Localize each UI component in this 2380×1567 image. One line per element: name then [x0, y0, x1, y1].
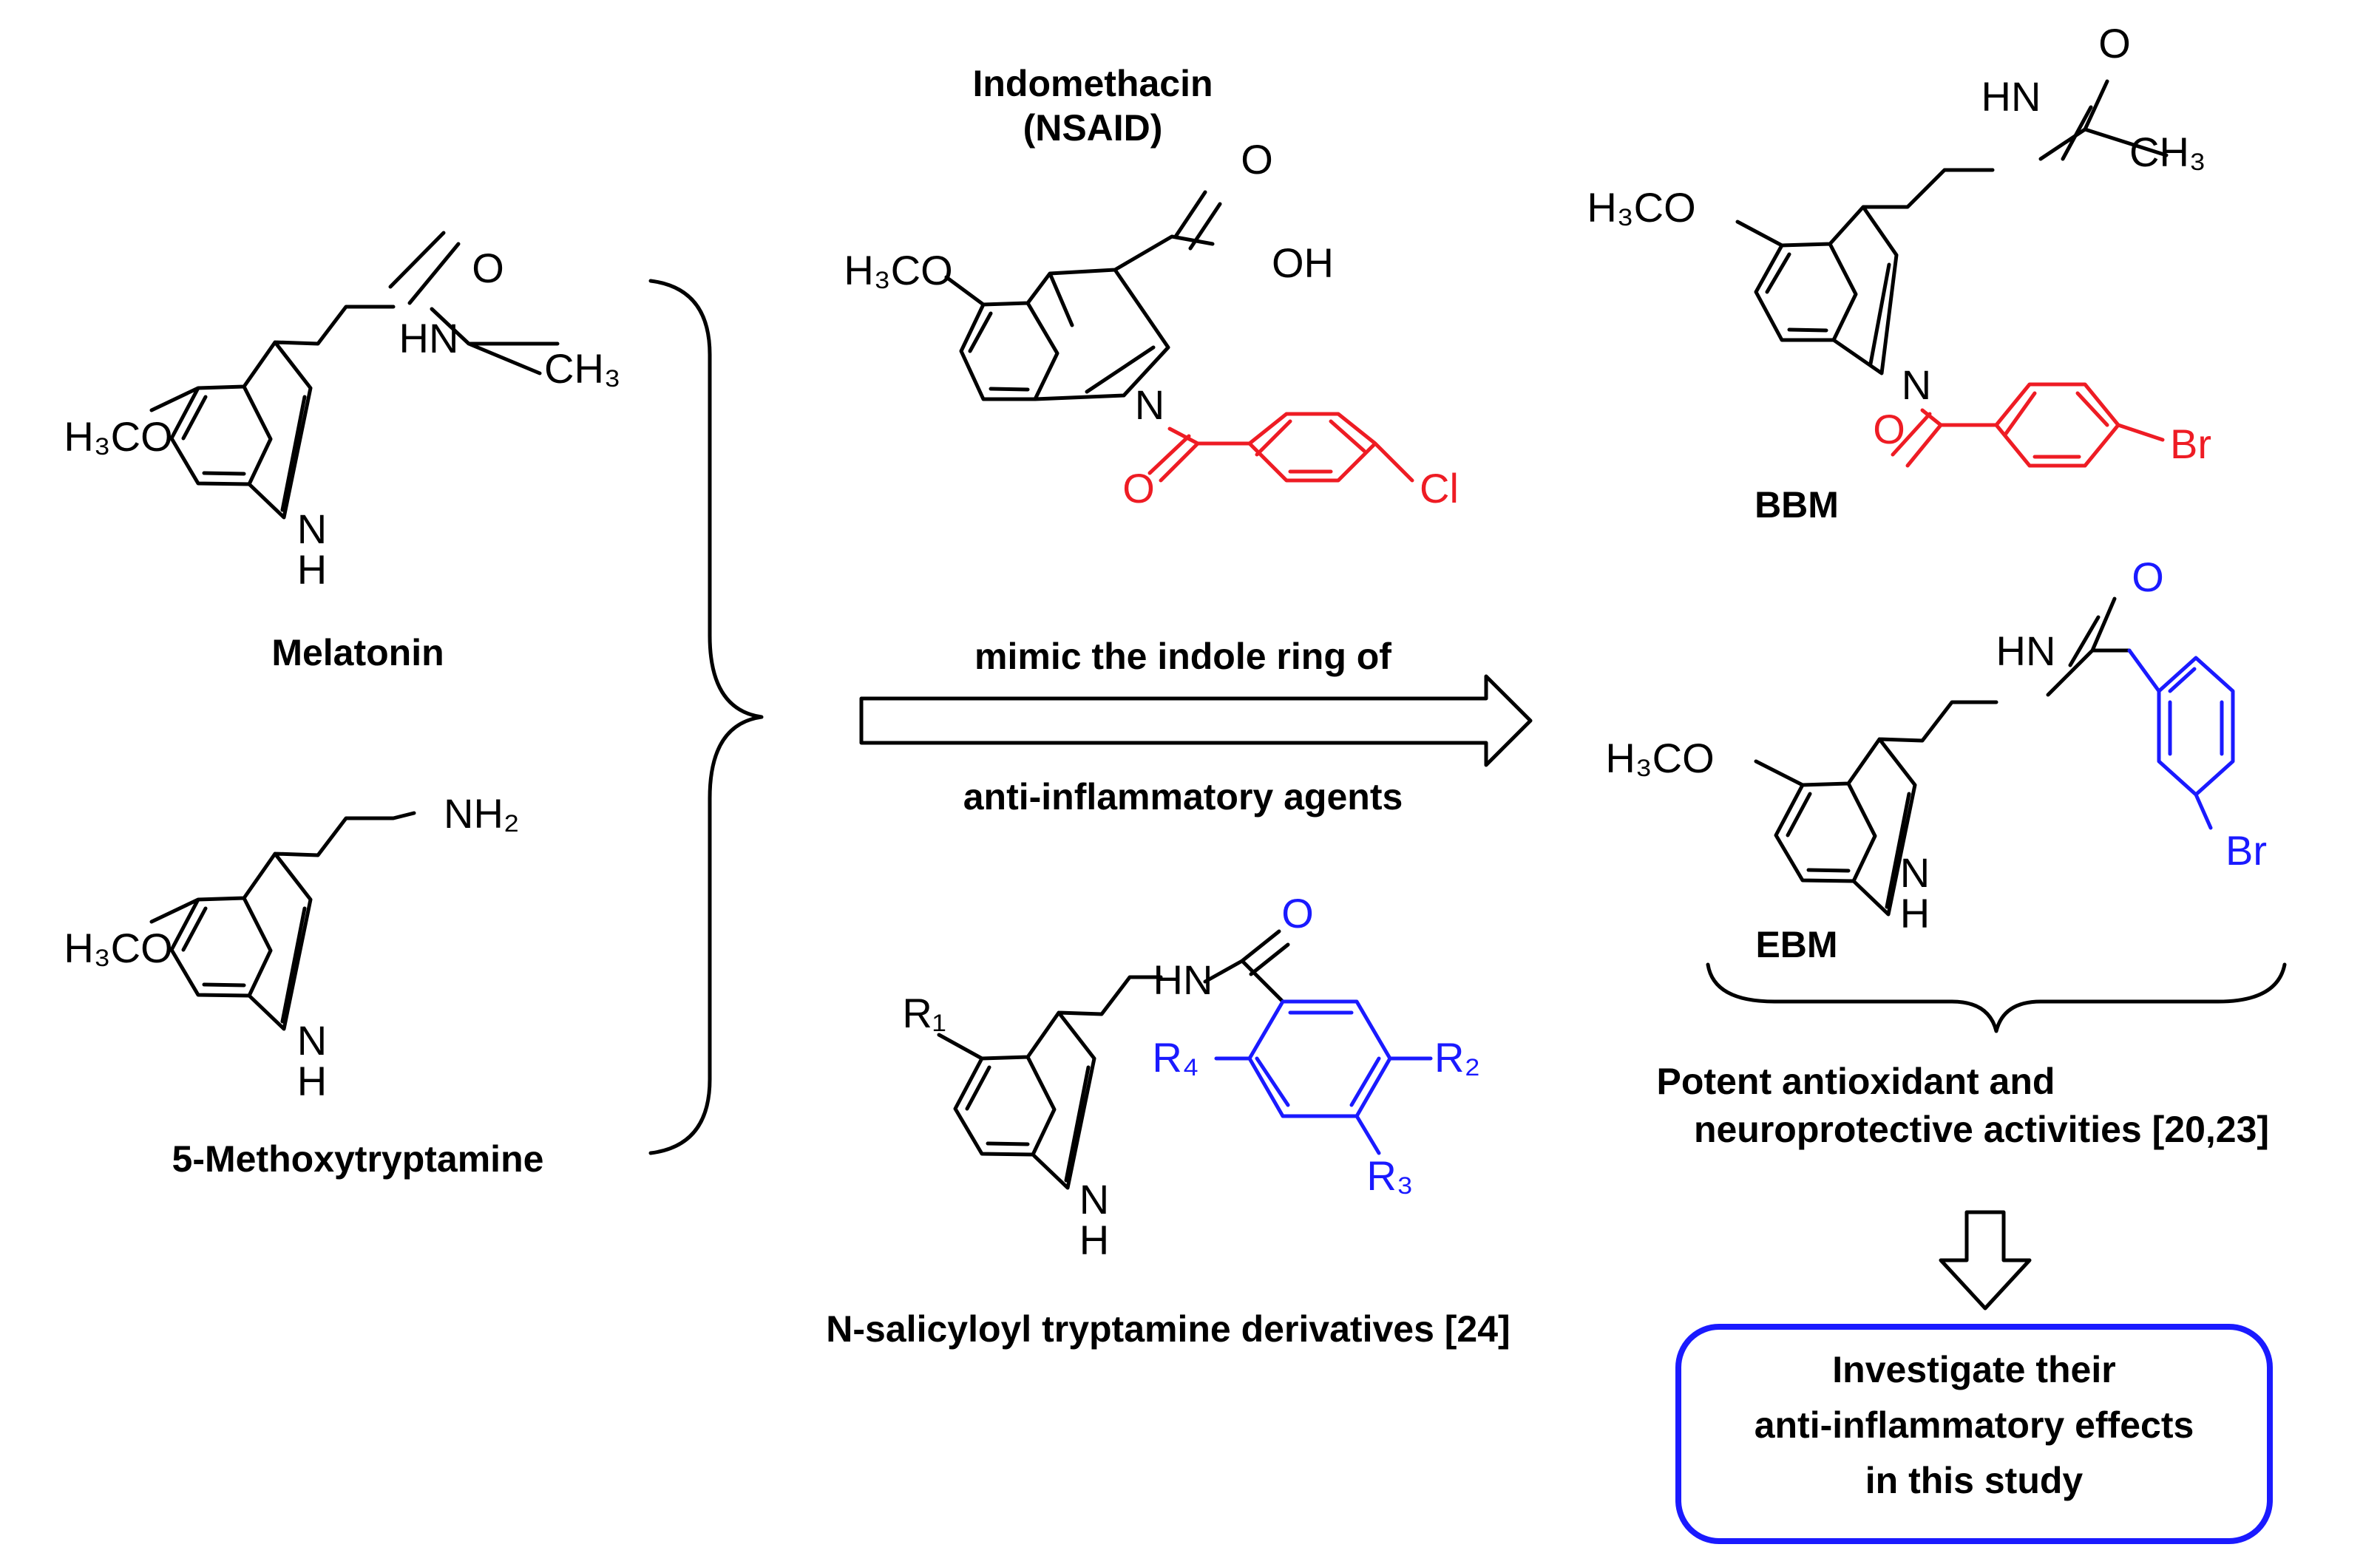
indomethacin-methoxy-label: H₃CO	[844, 247, 952, 293]
ebm-carbonyl-o-label: O	[2132, 554, 2164, 600]
salicyloyl-name: N-salicyloyl tryptamine derivatives [24]	[826, 1308, 1510, 1350]
methoxytryptamine-ring-n-label: N	[297, 1017, 327, 1064]
salicyloyl-r2-label: R₂	[1434, 1034, 1480, 1081]
salicyloyl-ring-h-label: H	[1079, 1217, 1109, 1263]
conclusion-line1: Potent antioxidant and	[1657, 1061, 2055, 1102]
bbm-bromo-label: Br	[2170, 421, 2211, 467]
methoxytryptamine-name: 5-Methoxytryptamine	[172, 1138, 544, 1180]
arrow-label-top: mimic the indole ring of	[974, 636, 1391, 677]
salicyloyl-indole-bonds	[937, 929, 1290, 1190]
bbm-ring-n-label: N	[1902, 361, 1931, 408]
grouping-brace	[648, 279, 764, 1155]
conclusion-line2: neuroprotective activities [20,23]	[1694, 1109, 2269, 1150]
down-arrow	[1939, 1210, 2032, 1311]
ebm-ring-h-label: H	[1900, 890, 1930, 937]
mimic-arrow: mimic the indole ring of anti-inflammato…	[859, 636, 1533, 818]
indomethacin-ring-n-label: N	[1135, 381, 1164, 428]
ebm-methoxy-label: H₃CO	[1605, 735, 1714, 781]
indomethacin-structure: Indomethacin (NSAID) O OH H₃CO N O Cl	[844, 63, 1459, 511]
salicyloyl-ring-n-label: N	[1079, 1176, 1109, 1223]
indomethacin-acid-oh-label: OH	[1272, 239, 1334, 286]
result-box-line1: Investigate their	[1832, 1349, 2115, 1390]
salicyloyl-nh-label: HN	[1153, 956, 1213, 1003]
indomethacin-chlorobenzoyl-bonds	[1147, 412, 1414, 483]
methoxytryptamine-bonds	[149, 811, 416, 1031]
hollow-arrow-shape	[859, 674, 1533, 767]
methoxytryptamine-methoxy-label: H₃CO	[64, 925, 172, 971]
salicyloyl-carbonyl-o-label: O	[1281, 890, 1314, 937]
ebm-nh-label: HN	[1996, 628, 2056, 674]
methoxytryptamine-ring-h-label: H	[297, 1058, 327, 1104]
compounds-brace	[1706, 962, 2287, 1033]
melatonin-methyl-label: CH₃	[544, 345, 621, 392]
bbm-methoxy-label: H₃CO	[1587, 184, 1695, 231]
melatonin-bonds	[149, 231, 560, 520]
methoxytryptamine-amine-label: NH₂	[444, 790, 520, 837]
melatonin-methoxy-label: H₃CO	[64, 413, 172, 460]
salicyloyl-benzoyl-ring-bonds	[1214, 999, 1433, 1155]
ebm-bonds	[1754, 596, 2132, 917]
melatonin-ring-h-label: H	[297, 546, 327, 593]
ebm-bromo-label: Br	[2225, 827, 2267, 874]
methoxytryptamine-structure: NH₂ H₃CO N H 5-Methoxytryptamine	[64, 790, 543, 1180]
bbm-bonds	[1735, 79, 2169, 375]
result-box-line2: anti-inflammatory effects	[1755, 1404, 2194, 1446]
melatonin-structure: HN O CH₃ H₃CO N H Melatonin	[64, 231, 621, 673]
bbm-bromobenzoyl-bonds	[1891, 382, 2165, 468]
bbm-amide-o-label: O	[1873, 406, 1905, 452]
ebm-ring-n-label: N	[1900, 849, 1930, 896]
melatonin-carbonyl-o-label: O	[472, 245, 504, 291]
result-box-line3: in this study	[1865, 1460, 2084, 1501]
indomethacin-name-line2: (NSAID)	[1023, 107, 1163, 149]
salicyloyl-r1-label: R₁	[902, 990, 946, 1036]
result-box: Investigate their anti-inflammatory effe…	[1675, 1324, 2273, 1544]
bbm-name: BBM	[1755, 484, 1839, 526]
ebm-bromobenzoyl-bonds	[2127, 648, 2235, 830]
melatonin-ring-n-label: N	[297, 506, 327, 552]
indomethacin-acid-o-label: O	[1241, 136, 1273, 183]
indomethacin-name-line1: Indomethacin	[972, 63, 1213, 104]
indomethacin-bonds	[944, 190, 1222, 401]
ebm-structure: HN O H₃CO N H Br EBM	[1605, 554, 2267, 965]
ebm-name: EBM	[1755, 924, 1837, 965]
result-box-frame	[1675, 1324, 2273, 1544]
salicyloyl-r3-label: R₃	[1366, 1152, 1413, 1199]
indomethacin-chloro-label: Cl	[1420, 465, 1459, 511]
bbm-nh-label: HN	[1981, 73, 2041, 120]
bbm-carbonyl-o-label: O	[2098, 20, 2131, 67]
bbm-structure: HN O CH₃ H₃CO N O Br BBM	[1587, 20, 2211, 526]
salicyloyl-r4-label: R₄	[1152, 1034, 1199, 1081]
melatonin-nh-label: HN	[399, 315, 459, 361]
bbm-methyl-label: CH₃	[2129, 129, 2206, 175]
indomethacin-amide-o-label: O	[1122, 465, 1155, 511]
melatonin-name: Melatonin	[271, 632, 444, 673]
arrow-label-bottom: anti-inflammatory agents	[963, 776, 1403, 818]
salicyloyl-structure: HN O R₁ N H R₂ R₃ R₄ N-salicyloyl trypta…	[826, 890, 1510, 1350]
